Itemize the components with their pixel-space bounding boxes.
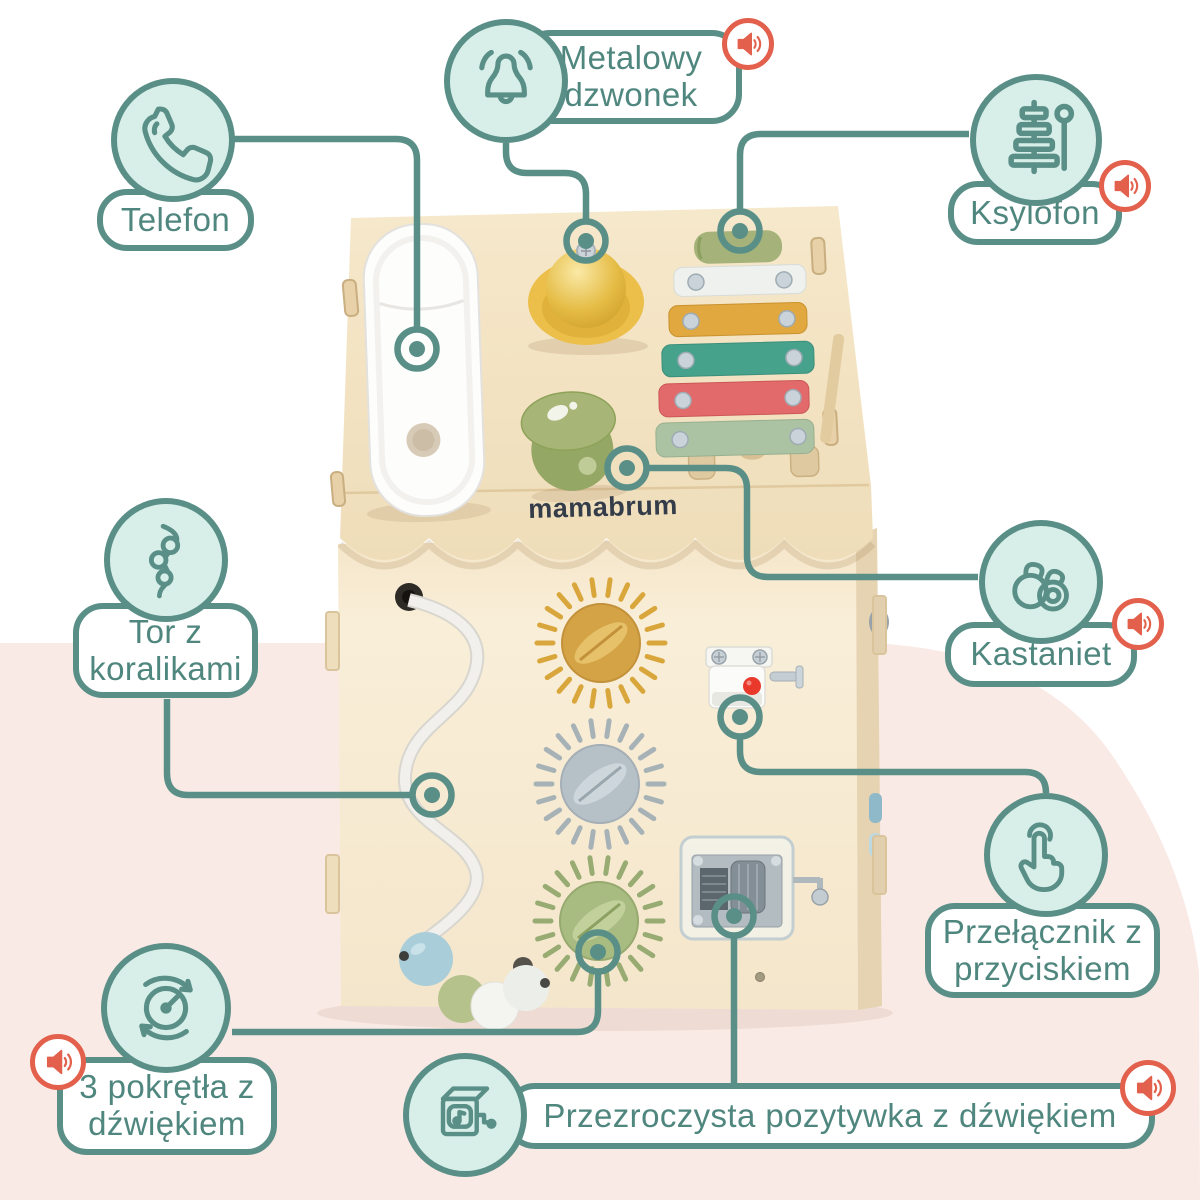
target-switch — [717, 694, 763, 740]
knob-gray — [533, 718, 667, 850]
callout-kastaniet-icon-circle — [979, 520, 1103, 644]
connector-dzwonek — [502, 143, 590, 221]
connector-ksylofon — [736, 130, 969, 211]
koraliki-label-line2: koralikami — [89, 649, 242, 687]
activity-cube — [317, 206, 893, 1031]
target-markers — [394, 208, 763, 975]
target-telephone — [394, 326, 440, 372]
telefon-label-text: Telefon — [120, 200, 231, 238]
knob-green — [532, 855, 666, 987]
connector-kastaniet — [647, 464, 978, 581]
speaker-icon — [1136, 1075, 1163, 1101]
speaker-icon — [1127, 612, 1152, 636]
target-castanet — [604, 445, 650, 491]
callout-przelacznik-label: Przełącznik z przyciskiem — [925, 903, 1160, 998]
sound-badge-pozytywka — [1120, 1060, 1176, 1116]
metal-bell-toy — [528, 241, 648, 355]
przelacznik-label-line1: Przełącznik z — [942, 912, 1143, 950]
dzwonek-label-line2: dzwonek — [564, 76, 698, 113]
sound-badge-kastaniet — [1112, 598, 1164, 650]
connector-pokretla — [232, 974, 602, 1036]
callout-telefon-icon-circle — [111, 78, 235, 202]
bell-icon — [479, 49, 533, 105]
target-xylophone — [717, 208, 763, 254]
knob-yellow — [534, 577, 668, 709]
bead-track-toy — [395, 583, 550, 1031]
speaker-icon — [737, 32, 762, 56]
xylophone-icon — [1007, 99, 1074, 174]
connector-przelacznik — [736, 737, 1050, 794]
phone-icon — [142, 106, 214, 183]
target-bead-track — [409, 772, 455, 818]
press-button-icon — [1018, 822, 1065, 892]
target-music-box — [711, 893, 757, 939]
callout-dzwonek-icon-circle — [444, 19, 568, 143]
castanet-toy — [520, 391, 628, 503]
music-box-toy — [679, 835, 829, 941]
callout-ksylofon-icon-circle — [970, 74, 1102, 206]
sound-badge-ksylofon — [1099, 160, 1151, 212]
callout-przelacznik-icon-circle — [984, 793, 1108, 917]
xylophone-screws — [671, 271, 807, 449]
pozytywka-label-text: Przezroczysta pozytywka z dźwiękiem — [543, 1096, 1117, 1134]
castanet-icon — [1012, 562, 1069, 612]
callout-pozytywka-label: Przezroczysta pozytywka z dźwiękiem — [505, 1083, 1155, 1149]
connector-telefon — [234, 135, 421, 329]
connector-lines — [163, 130, 1050, 1086]
bead-track-icon — [148, 523, 181, 599]
knob-icon — [139, 975, 193, 1041]
speaker-icon — [46, 1049, 73, 1075]
pokretla-label-line1: 3 pokrętła z — [79, 1068, 255, 1106]
xylophone-toy — [655, 230, 845, 480]
sound-badge-pokretla — [30, 1034, 86, 1090]
music-box-icon — [440, 1086, 497, 1137]
target-bell — [563, 218, 609, 264]
connector-koraliki — [163, 699, 412, 799]
dzwonek-label-line1: Metalowy — [559, 39, 703, 77]
callout-pozytywka-icon-circle — [403, 1053, 527, 1177]
callout-pokretla-label: 3 pokrętła z dźwiękiem — [57, 1057, 277, 1155]
sound-badge-dzwonek — [722, 18, 774, 70]
telephone-toy — [362, 222, 491, 523]
pokretla-label-line2: dźwiękiem — [88, 1105, 246, 1142]
speaker-icon — [1114, 174, 1139, 198]
brand-logo: mamabrum — [527, 490, 679, 524]
przelacznik-label-line2: przyciskiem — [954, 949, 1131, 987]
target-knob — [575, 929, 621, 975]
callout-pokretla-icon-circle — [101, 943, 231, 1073]
callout-koraliki-icon-circle — [104, 498, 228, 622]
